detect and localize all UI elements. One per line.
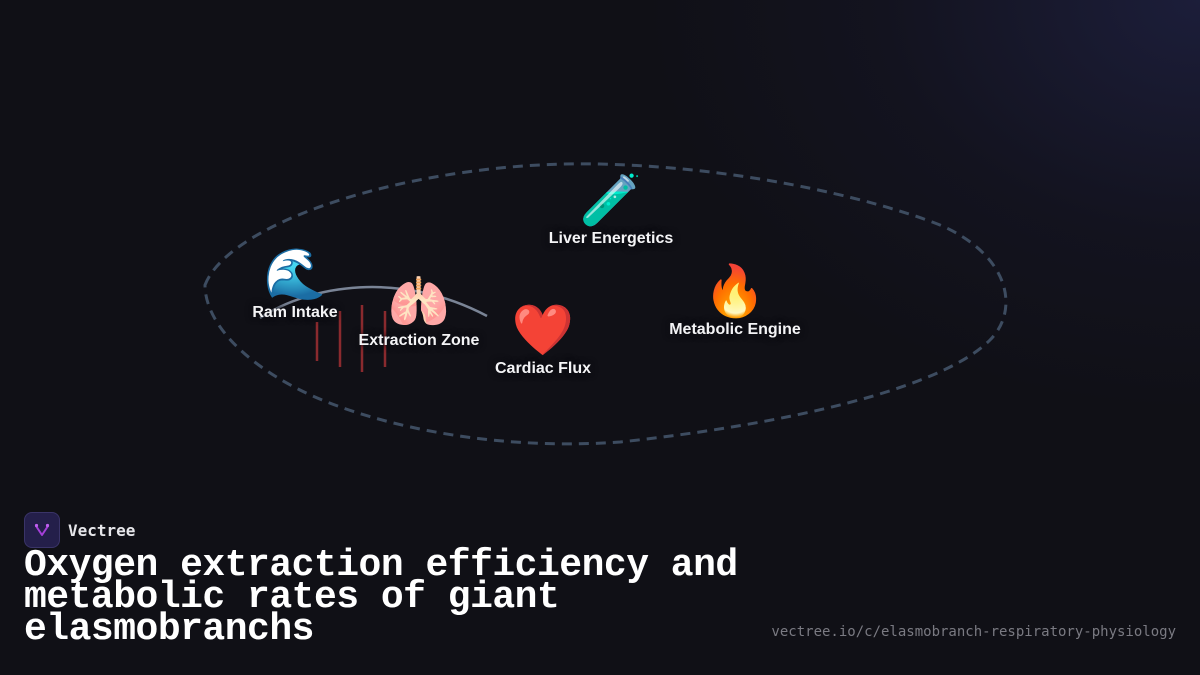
node-cardiac-flux[interactable]: ❤️ Cardiac Flux bbox=[495, 302, 591, 378]
node-label: Ram Intake bbox=[252, 304, 338, 321]
node-metabolic-engine[interactable]: 🔥 Metabolic Engine bbox=[669, 263, 801, 339]
red-heart-icon: ❤️ bbox=[511, 301, 575, 359]
brand: Vectree bbox=[24, 512, 135, 548]
body-boundary-outline bbox=[203, 162, 1008, 446]
gill-filament-bars bbox=[315, 305, 387, 372]
node-label: Metabolic Engine bbox=[669, 321, 801, 338]
node-ram-intake[interactable]: 🌊 Ram Intake bbox=[252, 246, 337, 322]
vectree-logo-icon bbox=[24, 512, 60, 548]
water-wave-icon: 🌊 bbox=[263, 245, 327, 303]
node-label: Cardiac Flux bbox=[494, 360, 592, 377]
source-url[interactable]: vectree.io/c/elasmobranch-respiratory-ph… bbox=[771, 624, 1176, 640]
fire-icon: 🔥 bbox=[703, 262, 767, 320]
node-label: Liver Energetics bbox=[548, 230, 674, 247]
node-extraction-zone[interactable]: 🫁 Extraction Zone bbox=[359, 274, 480, 350]
node-liver-energetics[interactable]: 🧪 Liver Energetics bbox=[549, 172, 674, 248]
lungs-icon: 🫁 bbox=[387, 273, 451, 331]
water-flow-arc bbox=[259, 285, 488, 320]
brand-name: Vectree bbox=[68, 520, 136, 540]
test-tube-icon: 🧪 bbox=[579, 171, 643, 229]
node-label: Extraction Zone bbox=[358, 332, 480, 349]
page-title: Oxygen extraction efficiency and metabol… bbox=[24, 544, 738, 651]
